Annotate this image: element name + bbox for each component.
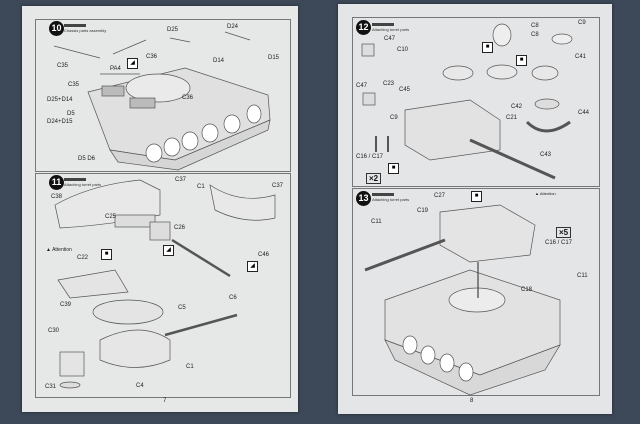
part-label: C42 [511,104,523,110]
step-number: 13 [356,191,371,206]
cement-icon: ◢ [163,245,174,256]
turret-drawing-step11 [54,179,276,389]
attention-note: ▲ Attention [46,247,72,253]
part-label: C22 [77,255,89,261]
step-13-panel [352,188,600,396]
step-number: 11 [49,175,64,190]
part-label: C45 [399,87,411,93]
part-label: C39 [60,302,72,308]
chassis-drawing [53,31,271,171]
part-label: C1 [186,364,194,370]
part-label: C11 [577,273,588,279]
cement-icon: ◢ [247,261,258,272]
step-number: 12 [356,20,371,35]
part-label: D24 [227,24,239,30]
part-label: C8 [531,32,539,38]
part-label: C9 [390,115,398,121]
quantity-badge: ×5 [556,227,572,238]
part-label: C35 [57,63,69,69]
part-label: C5 [178,305,186,311]
part-label: C31 [45,384,57,390]
step-11-panel [35,173,291,398]
part-label: C36 [146,54,158,60]
part-label: C9 [578,20,586,26]
part-label: C30 [48,328,60,334]
attention-note: ▲ Attention [535,191,556,196]
part-label: C27 [434,193,446,199]
part-label: D5 [67,111,75,117]
part-label: C38 [51,194,63,200]
part-label: C18 [521,287,533,293]
part-label: C43 [540,152,552,158]
optional-part-icon: ■ [516,55,527,66]
step-number: 10 [49,21,64,36]
part-label: C23 [383,81,395,87]
part-label: D14 [213,58,225,64]
part-label: C36 [182,95,194,101]
part-label: C26 [174,225,186,231]
page-number: 7 [163,398,167,404]
part-label: D24+D15 [47,119,73,125]
part-label: C44 [578,110,590,116]
step-title: Attaching turret parts [372,23,409,32]
step-title: Attaching turret parts [372,193,409,202]
part-label: D15 [268,55,280,61]
part-label: C37 [175,177,187,183]
optional-part-icon: ■ [482,42,493,53]
part-label: C21 [506,115,518,121]
part-label: D5 D6 [78,156,96,162]
optional-part-icon: ■ [471,191,482,202]
part-label: C47 [384,36,396,42]
page-number: 8 [470,398,474,404]
tank-drawing-step13 [364,204,561,396]
part-label: C16 / C17 [545,240,573,246]
part-label: C16 / C17 [356,154,384,160]
part-label: C41 [575,54,587,60]
part-label: C4 [136,383,144,389]
part-label: C19 [417,208,429,214]
optional-part-icon: ■ [388,163,399,174]
step-title: Chassis parts assembly [64,24,106,33]
part-label: D25 [167,27,179,33]
part-label: C25 [105,214,117,220]
step-title: Attaching turret parts [64,178,101,187]
part-label: C47 [356,83,368,89]
step-10-panel [35,19,291,172]
turret-drawing-step12 [361,23,573,180]
part-label: C11 [371,219,382,225]
part-label: C8 [531,23,539,29]
part-label: C46 [258,252,270,258]
cement-icon: ◢ [127,58,138,69]
quantity-badge: ×2 [366,173,382,184]
part-label: C6 [229,295,237,301]
part-label: C1 [197,184,205,190]
optional-part-icon: ■ [101,249,112,260]
part-label: C37 [272,183,284,189]
part-label: PA4 [110,66,121,72]
step-12-panel [352,17,600,187]
part-label: C10 [397,47,409,53]
part-label: D25+D14 [47,97,73,103]
part-label: C35 [68,82,80,88]
